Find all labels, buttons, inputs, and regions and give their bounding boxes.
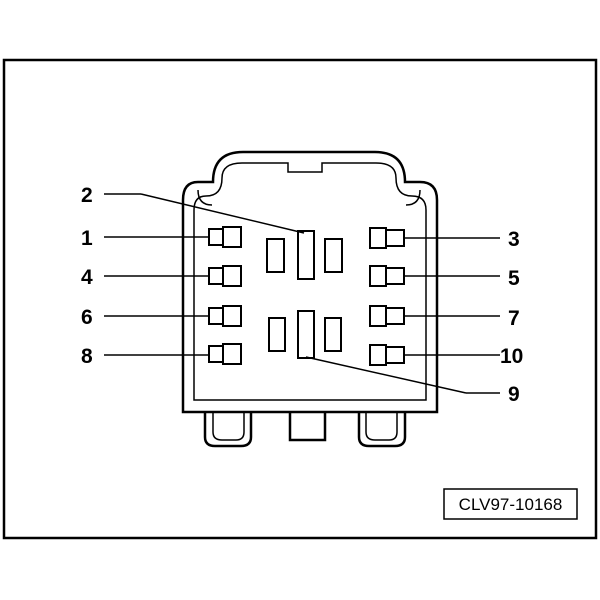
pin-label-1: 1 [81,227,93,250]
blade-lower-left [268,317,286,352]
pin-5-contact [369,265,405,287]
figure-frame [2,58,598,540]
left-pin-column [208,226,242,365]
pin-label-3: 3 [508,228,520,251]
leader-lines [104,193,500,394]
pin-label-9: 9 [508,383,520,406]
pin-label-6: 6 [81,306,93,329]
pin-10-contact [369,344,405,366]
blade-lower-right [324,317,342,352]
pin-label-10: 10 [500,345,523,368]
reference-code: CLV97-10168 [459,495,563,514]
pin-label-5: 5 [508,267,520,290]
reference-code-box: CLV97-10168 [443,488,578,520]
right-pin-column [369,227,405,366]
pin-label-4: 4 [81,266,93,289]
pin-6-contact [208,305,242,327]
pin-2-blade [297,230,315,280]
pin-8-contact [208,343,242,365]
pin-label-7: 7 [508,307,520,330]
connector-housing [181,150,439,448]
pin-1-contact [208,226,242,248]
pin-9-blade [297,310,315,359]
pin-label-8: 8 [81,345,93,368]
pin-4-contact [208,265,242,287]
center-blades [266,230,343,359]
pin-3-contact [369,227,405,249]
blade-upper-left [266,238,285,273]
pin-7-contact [369,305,405,327]
blade-upper-right [324,238,343,273]
pin-label-2: 2 [81,184,93,207]
